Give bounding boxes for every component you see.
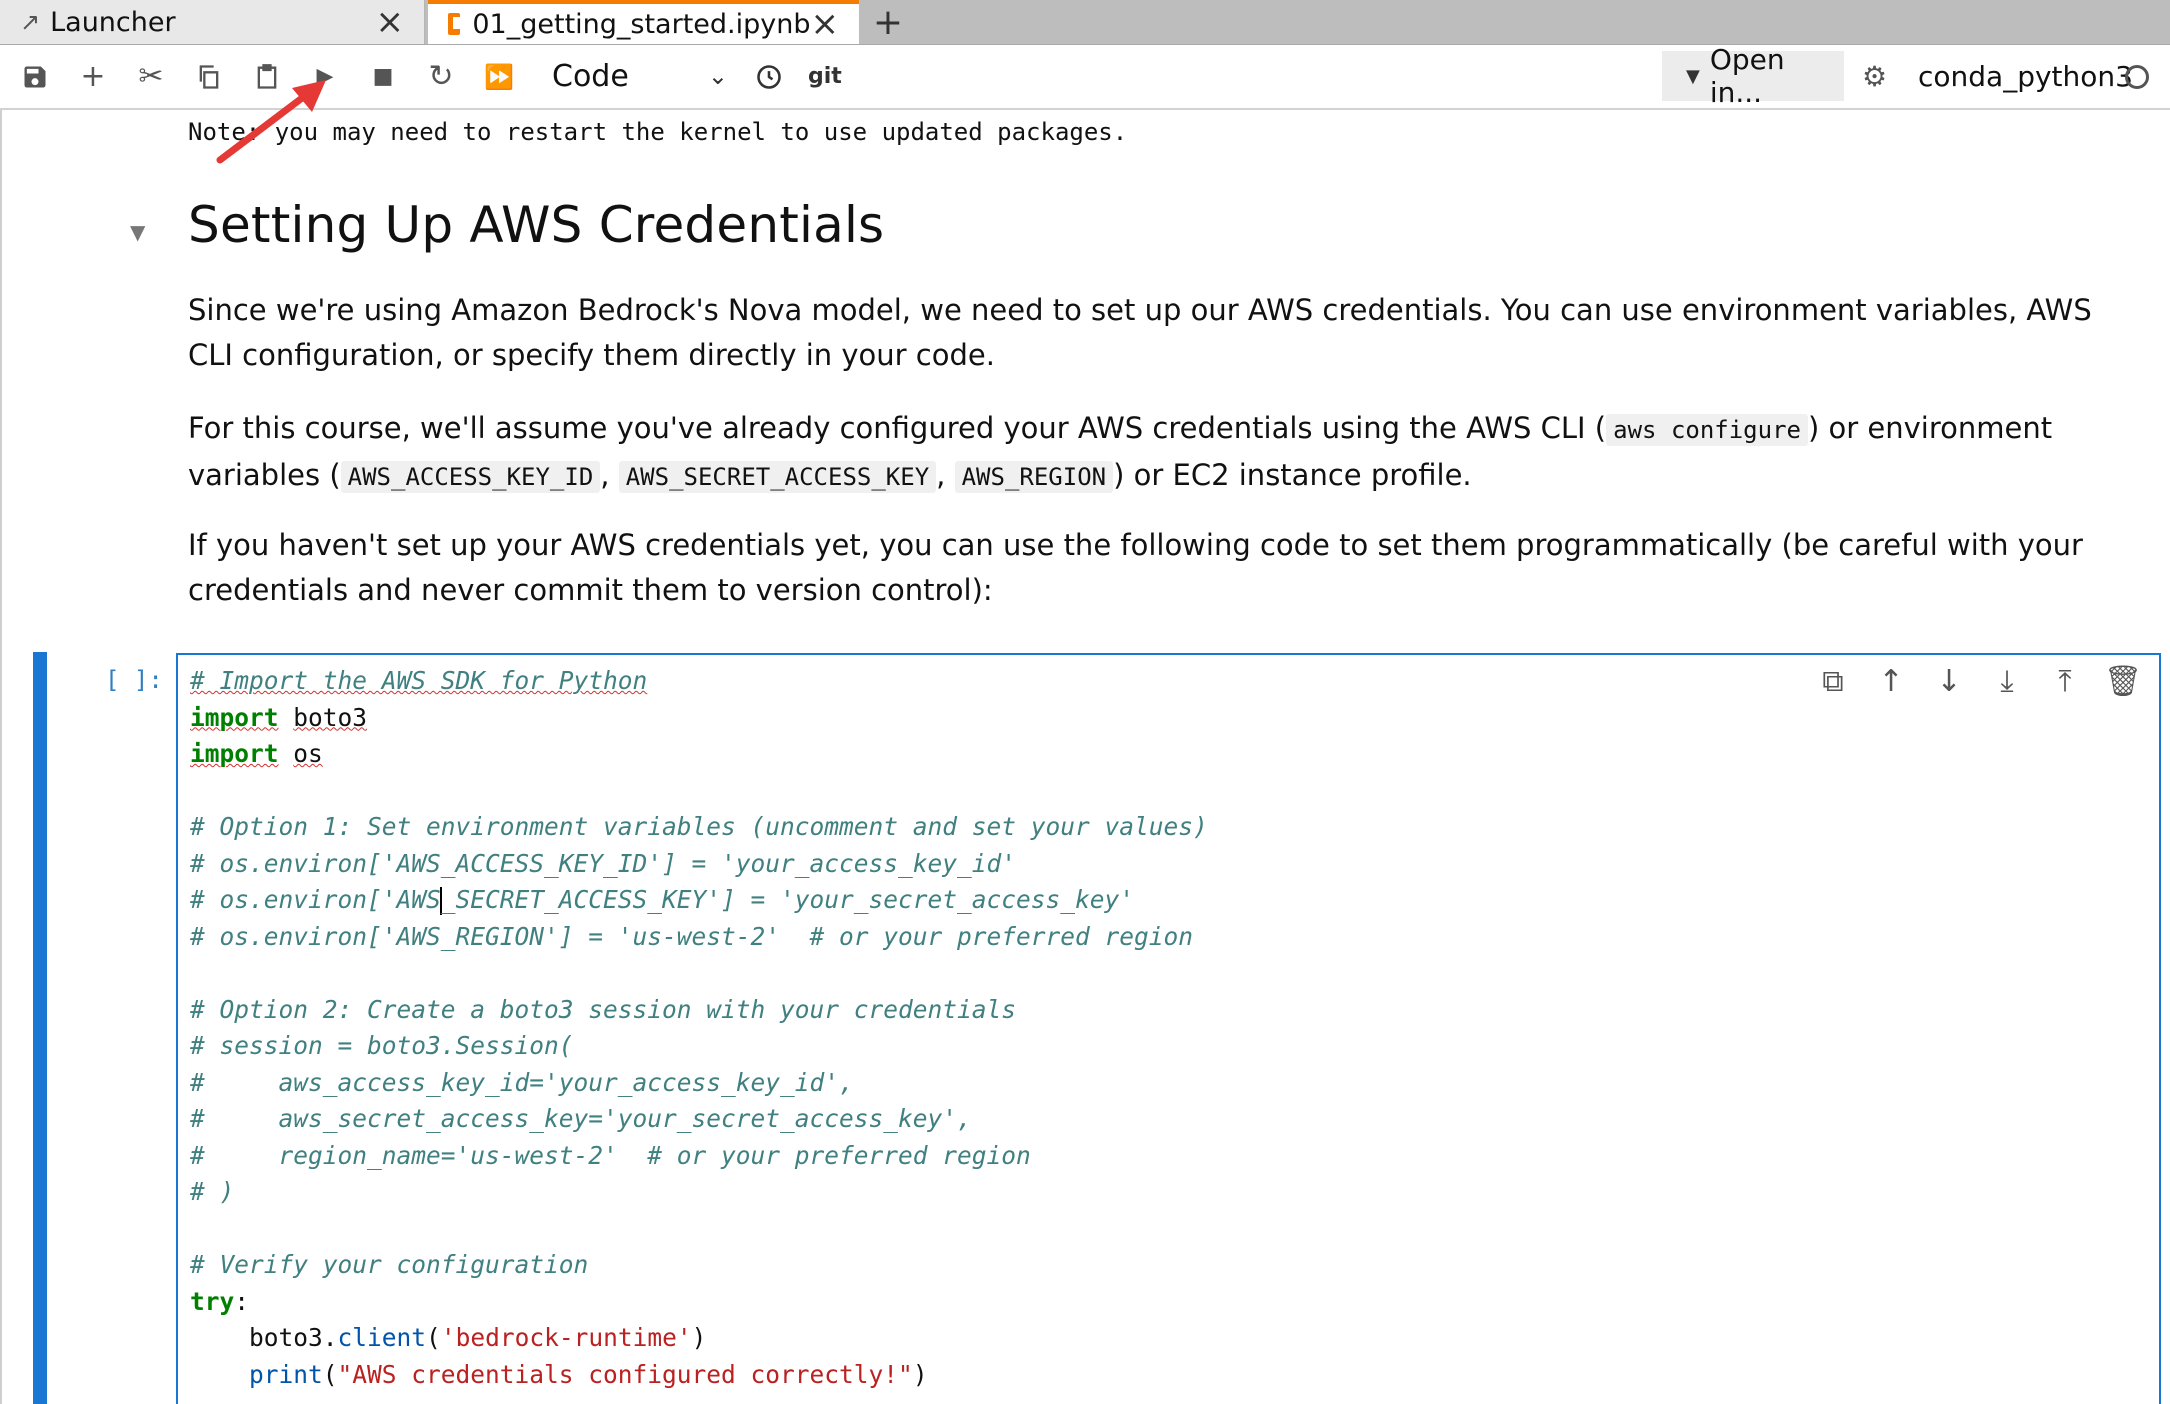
copy-icon <box>199 64 219 89</box>
cell-prompt: [ ]: <box>105 666 163 694</box>
save-icon <box>24 66 46 87</box>
tab-bar: ↗ Launcher × 01_getting_started.ipynb × … <box>0 0 2170 45</box>
code-comment: # Import the AWS SDK for Python <box>190 666 648 695</box>
restart-icon: ↻ <box>428 59 454 94</box>
code-function: client <box>337 1323 427 1352</box>
insert-below-icon[interactable]: ⤒ <box>2058 663 2072 699</box>
kernel-status-icon <box>2125 65 2149 89</box>
history-icon <box>757 64 781 89</box>
git-button[interactable]: git <box>808 45 842 108</box>
cut-button[interactable]: ✂ <box>128 45 174 108</box>
code-comment: # ) <box>190 1177 235 1206</box>
code-string: 'bedrock-runtime' <box>440 1323 692 1352</box>
bug-icon: ⚙ <box>1862 60 1888 93</box>
cell-toolbar: ⧉ ↑ ↓ ⤓ ⤒ 🗑 <box>1815 663 2143 699</box>
stop-icon: ■ <box>372 64 394 89</box>
text-span: For this course, we'll assume you've alr… <box>188 411 1607 445</box>
code-comment: # region_name='us-west-2' # or your pref… <box>190 1140 1031 1170</box>
code-comment: # Verify your configuration <box>190 1250 589 1279</box>
move-down-icon[interactable]: ↓ <box>1936 663 1962 699</box>
markdown-paragraph: For this course, we'll assume you've alr… <box>188 406 2118 500</box>
text-span: , <box>600 458 619 492</box>
kernel-name[interactable]: conda_python3 <box>1918 45 2133 108</box>
code-comment: # aws_access_key_id='your_access_key_id'… <box>190 1067 854 1097</box>
text-span: ) or EC2 instance profile. <box>1113 458 1472 492</box>
paste-icon <box>257 63 277 89</box>
code-comment: _SECRET_ACCESS_KEY'] = 'your_secret_acce… <box>440 885 1135 914</box>
tab-label: Launcher <box>50 6 176 38</box>
chevron-down-icon: ⌄ <box>707 62 728 90</box>
external-link-icon: ↗ <box>20 8 41 36</box>
code-keyword: try <box>190 1286 235 1316</box>
add-cell-icon: + <box>80 59 106 94</box>
inline-code: AWS_REGION <box>954 461 1114 493</box>
text-cursor <box>439 887 442 915</box>
cut-icon: ✂ <box>138 59 164 94</box>
inline-code: AWS_ACCESS_KEY_ID <box>340 461 601 493</box>
insert-above-icon[interactable]: ⤓ <box>2000 663 2014 699</box>
stop-button[interactable]: ■ <box>360 45 406 108</box>
code-keyword: import <box>190 702 279 732</box>
collapse-heading-icon[interactable]: ▼ <box>130 220 146 244</box>
open-in-label: Open in... <box>1709 43 1785 109</box>
panel-border <box>0 110 2 1404</box>
markdown-paragraph: If you haven't set up your AWS credentia… <box>188 528 2083 607</box>
code-comment: # os.environ['AWS_REGION'] = 'us-west-2'… <box>190 921 1194 951</box>
active-cell-indicator[interactable] <box>33 652 47 1404</box>
debugger-button[interactable]: ⚙ <box>1862 45 1887 108</box>
paste-button[interactable] <box>244 45 290 108</box>
duplicate-cell-icon[interactable]: ⧉ <box>1822 663 1844 699</box>
close-icon[interactable]: × <box>375 2 405 42</box>
git-icon: git <box>808 64 842 89</box>
run-all-button[interactable]: ⏩ <box>476 45 522 108</box>
code-identifier: os <box>293 739 323 768</box>
text-span: , <box>936 458 955 492</box>
tab-label: 01_getting_started.ipynb <box>472 8 811 40</box>
tab-launcher[interactable]: ↗ Launcher × <box>0 0 425 44</box>
code-editor[interactable]: # Import the AWS SDK for Python import b… <box>176 653 2161 1404</box>
notebook-toolbar: + ✂ ▶ ■ ↻ ⏩ Code ⌄ git ▼ Open in... ⚙ co… <box>0 43 2170 110</box>
run-all-icon: ⏩ <box>484 62 514 91</box>
save-button[interactable] <box>12 45 58 108</box>
tab-notebook[interactable]: 01_getting_started.ipynb × <box>428 0 859 44</box>
cell-output: Note: you may need to restart the kernel… <box>188 118 1128 146</box>
code-comment: # aws_secret_access_key='your_secret_acc… <box>190 1104 972 1133</box>
close-icon[interactable]: × <box>810 4 840 44</box>
code-comment: # os.environ['AWS <box>190 885 441 914</box>
inline-code: aws configure <box>1606 414 1808 446</box>
code-content[interactable]: # Import the AWS SDK for Python import b… <box>190 666 1208 1389</box>
history-button[interactable] <box>746 45 792 108</box>
delete-cell-icon[interactable]: 🗑 <box>2103 663 2143 699</box>
code-comment: # Option 2: Create a boto3 session with … <box>190 994 1017 1024</box>
markdown-paragraph: Since we're using Amazon Bedrock's Nova … <box>188 293 2092 372</box>
code-comment: # session = boto3.Session( <box>190 1031 574 1060</box>
new-tab-button[interactable]: + <box>872 1 904 43</box>
cell-type-value: Code <box>552 58 629 94</box>
copy-button[interactable] <box>186 45 232 108</box>
notebook-panel: Note: you may need to restart the kernel… <box>0 110 2170 1404</box>
markdown-heading: Setting Up AWS Credentials <box>188 196 885 254</box>
inline-code: AWS_SECRET_ACCESS_KEY <box>618 461 937 493</box>
code-comment: # os.environ['AWS_ACCESS_KEY_ID'] = 'you… <box>190 848 1017 878</box>
move-up-icon[interactable]: ↑ <box>1878 663 1904 699</box>
add-cell-button[interactable]: + <box>70 45 116 108</box>
code-string: "AWS credentials configured correctly!" <box>337 1359 913 1389</box>
text-span: ) or environment variables ( <box>188 411 2053 492</box>
code-identifier: boto3. <box>249 1323 338 1352</box>
code-comment: # Option 1: Set environment variables (u… <box>190 812 1208 841</box>
code-identifier: boto3 <box>293 702 368 732</box>
restart-button[interactable]: ↻ <box>418 45 464 108</box>
open-in-button[interactable]: ▼ Open in... <box>1662 43 1844 109</box>
code-function: print <box>249 1359 323 1389</box>
code-keyword: import <box>190 739 279 768</box>
notebook-icon <box>448 13 464 35</box>
kernel-label: conda_python3 <box>1918 60 2133 93</box>
caret-down-icon: ▼ <box>1686 65 1700 87</box>
annotation-arrow-icon <box>216 80 326 164</box>
cell-type-select[interactable]: Code ⌄ <box>530 51 730 101</box>
